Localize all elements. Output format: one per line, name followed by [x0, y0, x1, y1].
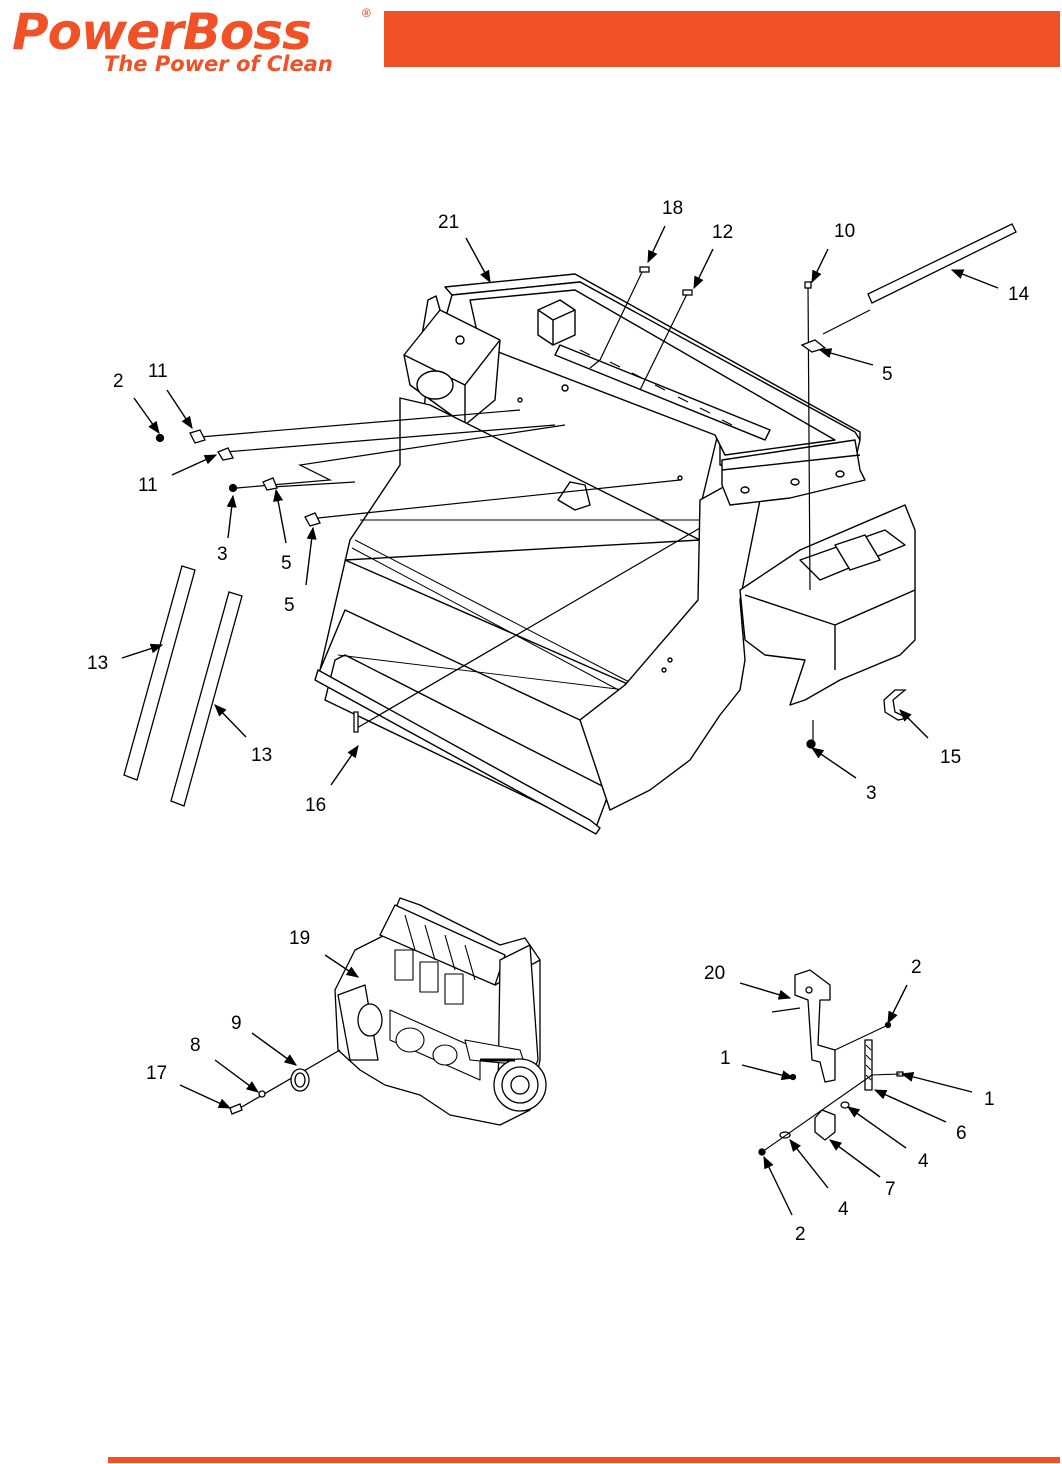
- leader-lines-bracket: [761, 1024, 901, 1153]
- callout-2-bracket-bottom: 2: [795, 1224, 806, 1245]
- engine-clamp-hardware: [229, 1049, 341, 1115]
- callout-2-bracket-top: 2: [911, 957, 922, 978]
- callout-18: 18: [662, 198, 683, 219]
- callout-11-upper: 11: [148, 361, 168, 382]
- callout-3-left: 3: [217, 544, 228, 565]
- callout-15: 15: [940, 747, 961, 768]
- callout-10: 10: [834, 221, 855, 242]
- engine-assembly: [334, 897, 547, 1126]
- callout-2-left: 2: [113, 371, 124, 392]
- registered-mark: ®: [362, 6, 371, 20]
- hopper-assembly: [314, 273, 916, 835]
- callout-7: 7: [885, 1179, 896, 1200]
- callout-12: 12: [712, 222, 733, 243]
- bracket-assembly: [758, 969, 904, 1156]
- header-bar: [384, 11, 1060, 67]
- callout-5-low: 5: [284, 595, 295, 616]
- callout-1-left: 1: [720, 1048, 731, 1069]
- callout-17: 17: [146, 1063, 167, 1084]
- callout-11-lower: 11: [138, 475, 158, 496]
- callout-5-mid: 5: [281, 553, 292, 574]
- logo-wordmark: PowerBoss: [12, 3, 312, 61]
- callout-16: 16: [305, 795, 326, 816]
- powerboss-logo: PowerBoss ® The Power of Clean: [12, 4, 382, 78]
- callout-arrows: [121, 225, 999, 1216]
- leader-lines-hopper: [199, 269, 871, 745]
- logo-tagline: The Power of Clean: [104, 52, 333, 76]
- callout-21: 21: [438, 212, 459, 233]
- callout-1-right: 1: [984, 1089, 995, 1110]
- callout-9: 9: [231, 1013, 242, 1034]
- seal-strips: [123, 223, 1017, 807]
- hardware-pieces: [155, 266, 911, 749]
- callout-4-right: 4: [918, 1151, 929, 1172]
- callout-8: 8: [190, 1035, 201, 1056]
- callout-13-right: 13: [251, 745, 272, 766]
- callout-3-right: 3: [866, 783, 877, 804]
- callout-4-left: 4: [838, 1199, 849, 1220]
- callout-14: 14: [1008, 284, 1030, 305]
- callout-19: 19: [289, 928, 310, 949]
- callout-13-left: 13: [87, 653, 108, 674]
- callout-6: 6: [956, 1123, 967, 1144]
- callout-labels: 21 18 12 10 14 5 2 11 11 3 5 5 13 13 16 …: [87, 198, 1030, 1245]
- callout-5-top: 5: [882, 364, 893, 385]
- footer-bar: [108, 1457, 1060, 1463]
- callout-20: 20: [704, 963, 725, 984]
